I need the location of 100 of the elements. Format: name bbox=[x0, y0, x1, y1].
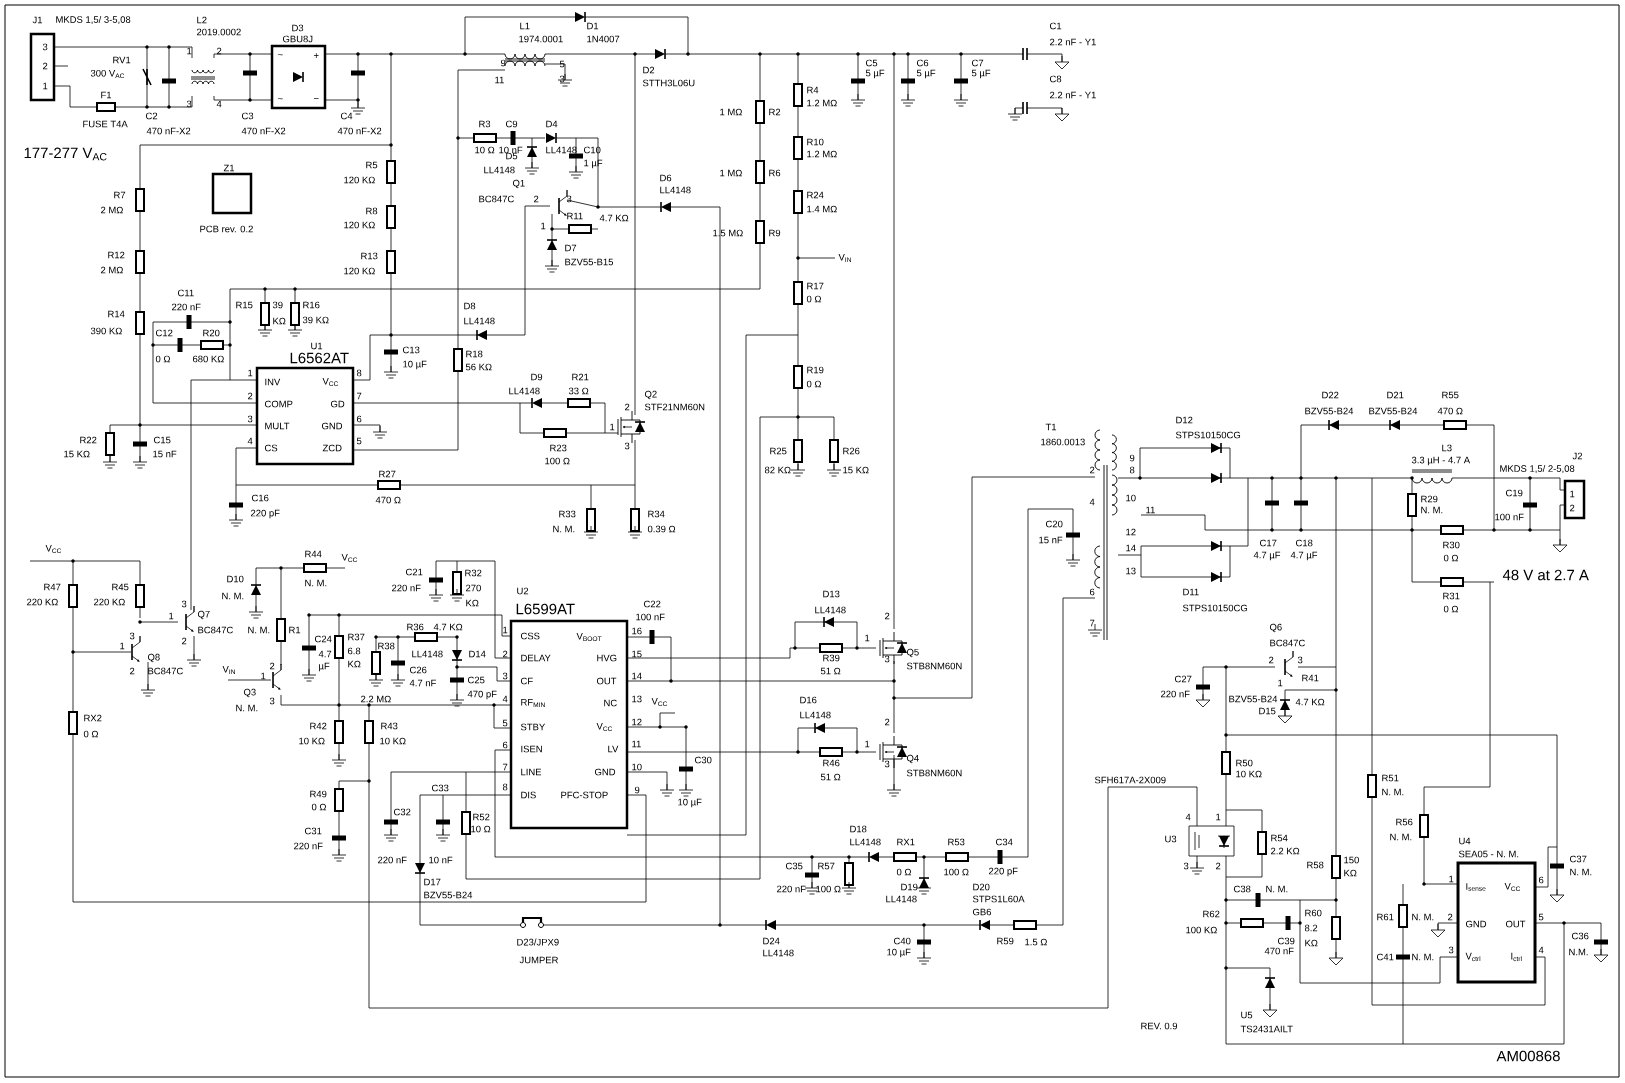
schematic-label: REV. 0.9 bbox=[1141, 1022, 1178, 1030]
schematic-label: 2.2 MΩ bbox=[360, 695, 391, 703]
schematic-label: R30 bbox=[1443, 541, 1460, 549]
schematic-label: R1 bbox=[289, 626, 301, 634]
schematic-label: R24 bbox=[807, 191, 824, 199]
schematic-label: 4 bbox=[247, 437, 253, 445]
schematic-label: T1 bbox=[1045, 423, 1057, 431]
schematic-label: 11 bbox=[495, 76, 504, 84]
schematic-label: R56 bbox=[1396, 818, 1413, 826]
schematic-label: PFC-STOP bbox=[561, 791, 608, 799]
schematic-label: 10 bbox=[1126, 494, 1136, 502]
schematic-label: 2 MΩ bbox=[100, 266, 123, 274]
schematic-label: D10 bbox=[227, 575, 244, 583]
schematic-label: V$_{CC}$ bbox=[45, 544, 62, 554]
schematic-label: 2 bbox=[247, 392, 253, 400]
schematic-label: 1 MΩ bbox=[720, 108, 742, 116]
schematic-label: RV1 bbox=[113, 56, 131, 64]
schematic-label: C1 bbox=[1050, 22, 1062, 30]
schematic-label: 3 bbox=[566, 195, 572, 203]
schematic-label: 4 bbox=[1538, 946, 1544, 954]
schematic-label: Q1 bbox=[512, 179, 525, 189]
schematic-label: RX2 bbox=[84, 714, 102, 722]
schematic-label: C7 bbox=[972, 59, 984, 67]
schematic-label: STF21NM60N bbox=[644, 403, 705, 411]
schematic-label: V$_{CC}$ bbox=[596, 722, 613, 732]
schematic-label: 15 nF bbox=[1039, 536, 1063, 544]
schematic-label: 270 bbox=[466, 584, 481, 592]
schematic-label: N. M. bbox=[1390, 833, 1412, 841]
schematic-label: 0 Ω bbox=[83, 730, 99, 738]
schematic-label: 220 KΩ bbox=[26, 598, 58, 606]
schematic-label: C18 bbox=[1296, 539, 1313, 547]
schematic-label: R53 bbox=[948, 838, 965, 846]
schematic-label: 6 bbox=[503, 741, 508, 749]
schematic-label: LINE bbox=[521, 768, 542, 776]
schematic-label: PCB rev. 0.2 bbox=[200, 225, 253, 233]
schematic-label: 1.2 MΩ bbox=[807, 150, 837, 158]
schematic-label: 8 bbox=[502, 783, 508, 791]
schematic-label: 2 bbox=[885, 718, 890, 726]
schematic-label: 14 bbox=[632, 672, 642, 680]
schematic-label: 1N4007 bbox=[587, 35, 620, 43]
schematic-label: 0 Ω bbox=[806, 295, 822, 303]
schematic-label: 16 bbox=[632, 627, 642, 635]
schematic-label: 0 Ω bbox=[896, 868, 912, 876]
schematic-label: 120 KΩ bbox=[344, 176, 375, 184]
schematic-label: C16 bbox=[252, 494, 269, 502]
schematic-label: 15 KΩ bbox=[843, 466, 869, 474]
schematic-label: D16 bbox=[800, 696, 817, 704]
schematic-label: D21 bbox=[1387, 391, 1404, 399]
schematic-label: R59 bbox=[997, 937, 1014, 945]
schematic-label: R4 bbox=[807, 86, 819, 94]
schematic-label: 470 Ω bbox=[1437, 407, 1463, 415]
schematic-label: 3 bbox=[1183, 862, 1189, 870]
schematic-label: 2.2 nF - Y1 bbox=[1050, 38, 1096, 46]
circuit-title: 48 V at 2.7 A bbox=[1502, 569, 1589, 581]
schematic-label: R16 bbox=[303, 301, 320, 309]
schematic-label: R57 bbox=[818, 862, 835, 870]
schematic-label: 2 bbox=[42, 62, 48, 70]
schematic-label: BZV55-B24 bbox=[1229, 695, 1278, 703]
schematic-label: 3 bbox=[884, 760, 890, 768]
schematic-label: 11 bbox=[632, 740, 641, 748]
schematic-label: LL4148 bbox=[886, 895, 917, 903]
schematic-label: STB8NM60N bbox=[906, 769, 962, 777]
schematic-label: C37 bbox=[1570, 855, 1587, 863]
schematic-label: N. M. bbox=[1421, 506, 1443, 514]
schematic-label: BC847C bbox=[198, 626, 233, 634]
schematic-label: 51 Ω bbox=[820, 773, 841, 781]
schematic-label: 4 bbox=[1089, 498, 1095, 506]
schematic-label: 2 bbox=[503, 650, 508, 658]
schematic-label: R46 bbox=[823, 759, 840, 767]
schematic-label: TS2431AILT bbox=[1240, 1025, 1293, 1033]
schematic-label: 2 bbox=[129, 667, 135, 675]
schematic-label: LL4148 bbox=[509, 387, 540, 395]
schematic-label: 8 bbox=[1129, 466, 1135, 474]
schematic-label: DIS bbox=[521, 791, 536, 799]
schematic-label: 12 bbox=[632, 718, 642, 726]
schematic-label: 0 Ω bbox=[1443, 605, 1459, 613]
schematic-label: R5 bbox=[366, 161, 378, 169]
schematic-label: 1 bbox=[1570, 490, 1575, 498]
schematic-label: GD bbox=[330, 400, 345, 408]
schematic-label: 3 bbox=[559, 75, 565, 83]
schematic-label: C4 bbox=[341, 112, 353, 120]
schematic-label: 100 Ω bbox=[944, 868, 969, 876]
schematic-label: D8 bbox=[464, 302, 476, 310]
schematic-label: R51 bbox=[1382, 774, 1399, 782]
schematic-label: 4.7 KΩ bbox=[599, 214, 629, 222]
schematic-label: J2 bbox=[1572, 452, 1583, 460]
schematic-label: 8 bbox=[356, 369, 362, 377]
schematic-label: C40 bbox=[894, 937, 911, 945]
schematic-label: C12 bbox=[156, 329, 173, 337]
schematic-label: Q6 bbox=[1269, 623, 1282, 633]
schematic-label: 15 KΩ bbox=[64, 450, 90, 458]
schematic-label: 1 bbox=[261, 672, 266, 680]
schematic-label: 300 V$_{AC}$ bbox=[90, 69, 125, 79]
schematic-label: C6 bbox=[917, 59, 929, 67]
schematic-label: L1 bbox=[520, 22, 530, 30]
schematic-label: D13 bbox=[823, 590, 840, 598]
schematic-label: R32 bbox=[465, 569, 482, 577]
schematic-label: 11 bbox=[1146, 506, 1155, 514]
schematic-label: 4 bbox=[1185, 813, 1191, 821]
schematic-label: 2 bbox=[1570, 504, 1575, 512]
